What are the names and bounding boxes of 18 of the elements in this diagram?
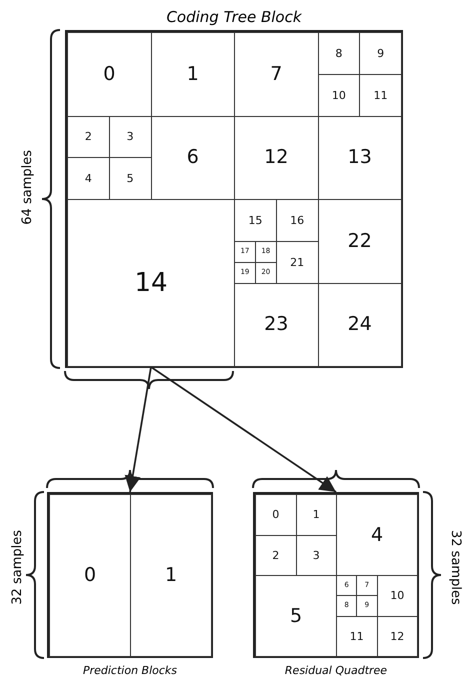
partition-block: 4 xyxy=(336,494,418,576)
dimension-label: 32 samples xyxy=(10,530,25,605)
arrow xyxy=(150,366,336,493)
block-title: Coding Tree Block xyxy=(165,8,303,26)
partition-block: 0 xyxy=(255,494,296,536)
partition-block: 0 xyxy=(49,494,131,657)
partition-block: 5 xyxy=(255,575,337,657)
block-title: Residual Quadtree xyxy=(284,664,388,677)
partition-block: 12 xyxy=(376,616,418,657)
partition-block: 0 xyxy=(67,32,152,116)
dimension-label: 32 samples xyxy=(448,530,463,605)
partition-block: 14 xyxy=(67,199,235,367)
partition-block: 24 xyxy=(318,282,402,367)
partition-block: 9 xyxy=(359,32,402,75)
partition-block: 1 xyxy=(130,494,212,657)
dimension-label: 64 samples xyxy=(20,150,35,225)
block-title: Prediction Blocks xyxy=(82,664,178,677)
arrow xyxy=(124,366,152,492)
